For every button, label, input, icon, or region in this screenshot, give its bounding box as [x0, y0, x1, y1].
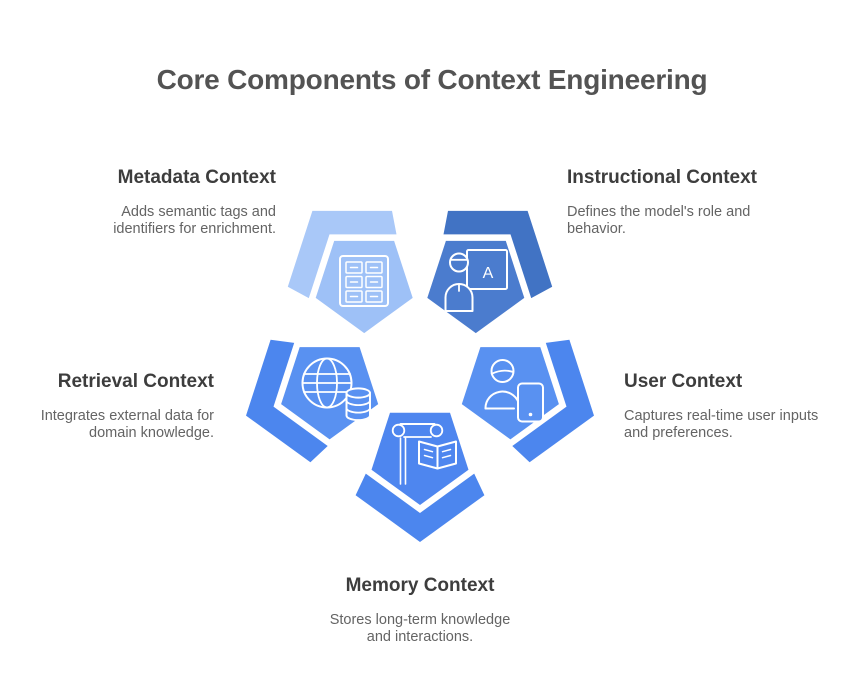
- section-instructional: Instructional Context Defines the model'…: [567, 167, 767, 239]
- arc-segment-retrieval: [246, 339, 328, 463]
- user-device-icon: [484, 359, 544, 423]
- section-description: Defines the model's role and behavior.: [567, 203, 751, 238]
- section-heading: Metadata Context: [117, 167, 276, 188]
- section-metadata: Metadata Context Adds semantic tags and …: [81, 167, 276, 239]
- section-description: Captures real-time user inputs and prefe…: [624, 407, 819, 442]
- board-letter: A: [483, 265, 494, 282]
- section-description: Adds semantic tags and identifiers for e…: [113, 203, 276, 238]
- arc-segment-user: [512, 339, 594, 463]
- section-memory: Memory Context Stores long-term knowledg…: [320, 575, 520, 647]
- section-heading: Instructional Context: [567, 167, 758, 188]
- section-description: Stores long-term knowledge and interacti…: [329, 611, 511, 646]
- instructor-board-icon: A: [444, 249, 508, 312]
- pentagon-instructional: [427, 240, 525, 334]
- section-retrieval: Retrieval Context Integrates external da…: [14, 371, 214, 443]
- arc-segment-memory: [355, 473, 485, 542]
- section-description: Integrates external data for domain know…: [40, 407, 214, 442]
- arc-segment-instructional: [443, 210, 553, 299]
- section-user: User Context Captures real-time user inp…: [624, 371, 839, 443]
- section-heading: Retrieval Context: [57, 371, 214, 392]
- arc-segment-metadata: [287, 210, 397, 299]
- page-title: Core Components of Context Engineering: [156, 64, 708, 95]
- globe-database-icon: [301, 357, 371, 422]
- section-heading: User Context: [624, 371, 743, 392]
- pentagon-metadata: [315, 240, 413, 334]
- section-heading: Memory Context: [345, 575, 495, 596]
- column-book-icon: [391, 423, 457, 485]
- archive-grid-icon: [339, 255, 389, 307]
